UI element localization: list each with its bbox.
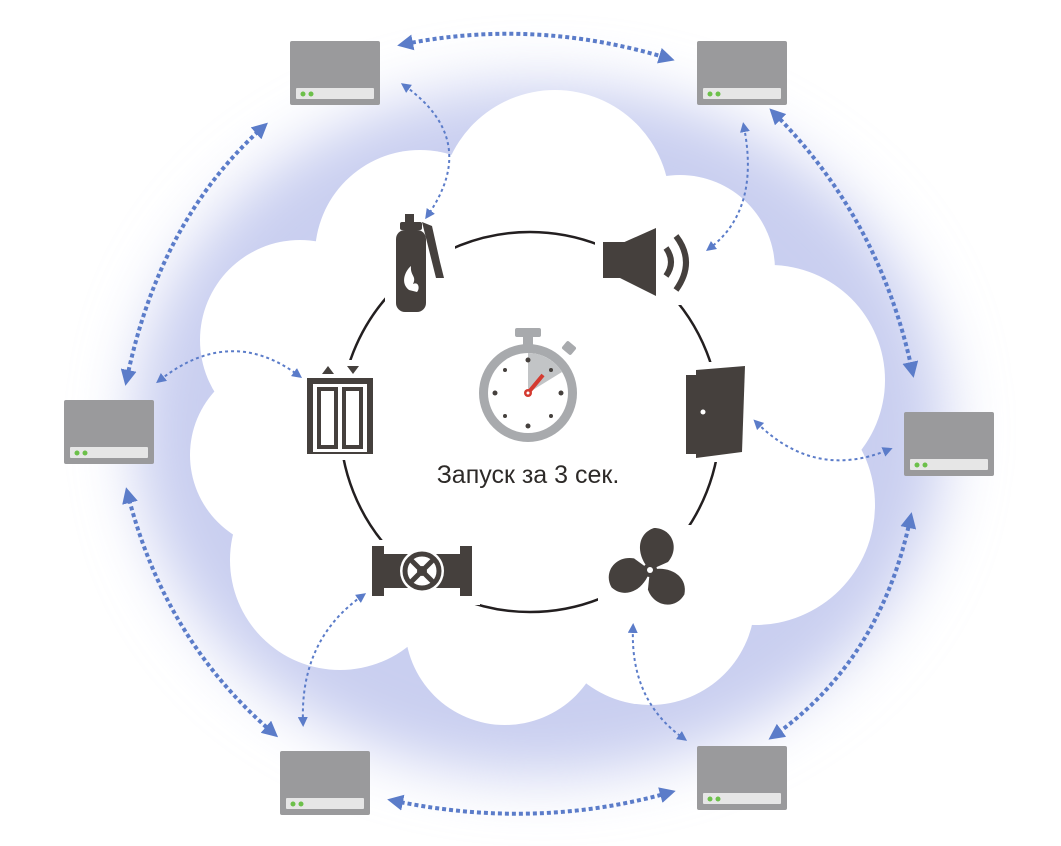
- elevator-icon: [307, 366, 373, 454]
- link-top: [397, 31, 675, 64]
- link-extinguisher: [400, 83, 451, 220]
- link-top-right-to-right: [769, 108, 919, 378]
- launch-time-caption: Запуск за 3 сек.: [437, 461, 620, 489]
- server-bottom-right: [697, 746, 787, 810]
- link-elevator: [156, 350, 303, 384]
- link-speaker: [706, 122, 750, 252]
- stopwatch-icon: [479, 328, 577, 442]
- link-bottom-left-to-left: [122, 487, 279, 738]
- fan-icon: [608, 528, 685, 605]
- door-icon: [686, 366, 745, 458]
- link-right-to-bottom-right: [768, 512, 917, 740]
- link-bottom: [387, 787, 676, 816]
- server-right: [904, 412, 994, 476]
- link-valve: [297, 593, 367, 727]
- server-left: [64, 400, 154, 464]
- fire-extinguisher-icon: [396, 214, 444, 312]
- server-links: [120, 31, 919, 816]
- speaker-icon: [603, 228, 689, 296]
- link-door: [753, 419, 893, 462]
- server-top-left: [290, 41, 380, 105]
- server-bottom-left: [280, 751, 370, 815]
- link-left-to-top-left: [120, 122, 268, 386]
- server-top-right: [697, 41, 787, 105]
- valve-icon: [372, 546, 472, 596]
- device-links: [156, 83, 893, 741]
